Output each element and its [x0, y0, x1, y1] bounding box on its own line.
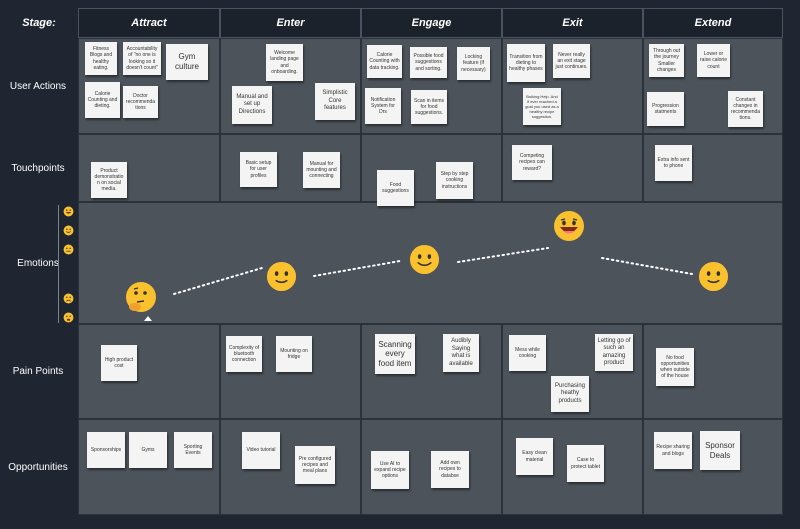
sticky-note[interactable]: Lower or raise calorie count — [697, 44, 730, 77]
sticky-note[interactable]: Possible food suggestions and sorting. — [410, 47, 447, 78]
sticky-note[interactable]: Recipe sharing and blogs — [654, 432, 692, 469]
sticky-note[interactable]: Simplistic Core features — [315, 83, 355, 120]
sticky-note[interactable]: Mess while cooking — [509, 335, 546, 371]
stage-header-exit[interactable]: Exit — [502, 8, 643, 38]
sticky-note[interactable]: Fitness Blogs and healthy eating. — [85, 42, 117, 75]
sticky-note[interactable]: Welcome landing page and onboarding. — [266, 44, 303, 81]
sticky-note[interactable]: Easy clean material — [516, 438, 553, 475]
sticky-note[interactable]: Accountability of "no one is looking so … — [123, 42, 161, 75]
stage-header-engage[interactable]: Engage — [361, 8, 502, 38]
sticky-note[interactable]: Audibly Saying what is available — [443, 334, 479, 372]
sticky-note[interactable]: High product cost — [101, 345, 137, 381]
cell-attract-pain-points — [78, 324, 220, 419]
neutral-face-icon — [63, 244, 74, 255]
sad-face-icon — [63, 293, 74, 304]
thinking-face-icon — [126, 282, 156, 312]
sticky-note[interactable]: Constant changes in recommenda tions. — [728, 91, 763, 127]
row-label-pain-points: Pain Points — [12, 366, 64, 377]
stage-header-attract[interactable]: Attract — [78, 8, 220, 38]
sticky-note[interactable]: Locking feature (if necessary) — [457, 47, 490, 80]
sticky-note[interactable]: Letting go of such an amazing product — [595, 334, 633, 371]
sticky-note[interactable]: Gyms — [129, 432, 167, 468]
smiling-face-icon — [409, 244, 440, 275]
sticky-note[interactable]: Gym culture — [166, 44, 208, 80]
sticky-note[interactable]: Purchasing heathy products — [551, 376, 589, 412]
sticky-note[interactable]: Doctor recommenda tions — [123, 86, 158, 118]
sticky-note[interactable]: Add own recipes to databse — [431, 451, 469, 488]
sticky-note[interactable]: Transition from dieting to healthy phase… — [507, 44, 545, 82]
sticky-note[interactable]: Scan in items for food suggestions. — [411, 90, 447, 124]
sticky-note[interactable]: Sponsor Deals — [700, 431, 740, 470]
sticky-note[interactable]: Basic setup for user profiles — [240, 152, 277, 187]
sticky-note[interactable]: Calorie Counting and dieting. — [85, 82, 120, 118]
sticky-note[interactable]: Manual for mounting and connecting — [303, 152, 340, 188]
slightly-smiling-face-icon — [266, 261, 297, 292]
emotion-scale-line — [58, 205, 59, 323]
sticky-note[interactable]: Sponsorships — [87, 432, 125, 468]
smiling-face-icon — [63, 225, 74, 236]
sticky-note[interactable]: Case to protect tablet — [567, 445, 604, 482]
sticky-note[interactable]: Sporting Events — [174, 432, 212, 468]
sticky-note[interactable]: Notification System for Drs — [365, 88, 401, 124]
row-label-user-actions: User Actions — [9, 80, 67, 92]
row-label-emotions: Emotions — [17, 257, 59, 269]
slightly-smiling-face-icon — [698, 261, 729, 292]
row-label-touchpoints: Touchpoints — [11, 162, 65, 174]
sticky-note[interactable]: Video tutorial — [242, 432, 280, 469]
sticky-note[interactable]: Complexity of bluetooth connection — [226, 336, 262, 372]
sticky-note[interactable]: Competing recipes can reward? — [512, 145, 552, 180]
stage-header-extend[interactable]: Extend — [643, 8, 783, 38]
stage-label: Stage: — [22, 17, 56, 29]
current-stage-marker — [144, 316, 152, 321]
sticky-note[interactable]: Bulking Help. And if ever reached a goal… — [523, 88, 561, 125]
sticky-note[interactable]: Scanning every food item — [375, 334, 415, 374]
frowning-face-icon — [63, 312, 74, 323]
sticky-note[interactable]: Progression statments — [647, 92, 684, 126]
sticky-note[interactable]: Use AI to expand recipe options — [371, 451, 409, 489]
sticky-note[interactable]: Product demonstratio n on social media. — [91, 162, 127, 198]
sticky-note[interactable]: Mounting on fridge — [276, 336, 312, 372]
sticky-note[interactable]: Through out the journey Smaller changes — [649, 44, 684, 77]
sticky-note[interactable]: Extra info sent to phone — [655, 145, 692, 181]
sticky-note[interactable]: No food opportunities when outside of th… — [656, 348, 694, 386]
row-label-opportunities: Opportunities — [8, 461, 68, 473]
grinning-face-icon — [63, 206, 74, 217]
sticky-note[interactable]: Pre configured recipes and meal plans — [295, 446, 335, 484]
sticky-note[interactable]: Step by step cooking instructions — [436, 162, 473, 199]
sticky-note[interactable]: Never really an exit stage just continue… — [553, 44, 590, 78]
stage-header-enter[interactable]: Enter — [220, 8, 361, 38]
grinning-face-icon — [554, 211, 584, 241]
sticky-note[interactable]: Manual and set up Directions — [232, 86, 272, 124]
sticky-note[interactable]: Calorie Counting with data tracking. — [367, 45, 402, 78]
sticky-note[interactable]: Food suggestions — [377, 170, 414, 206]
